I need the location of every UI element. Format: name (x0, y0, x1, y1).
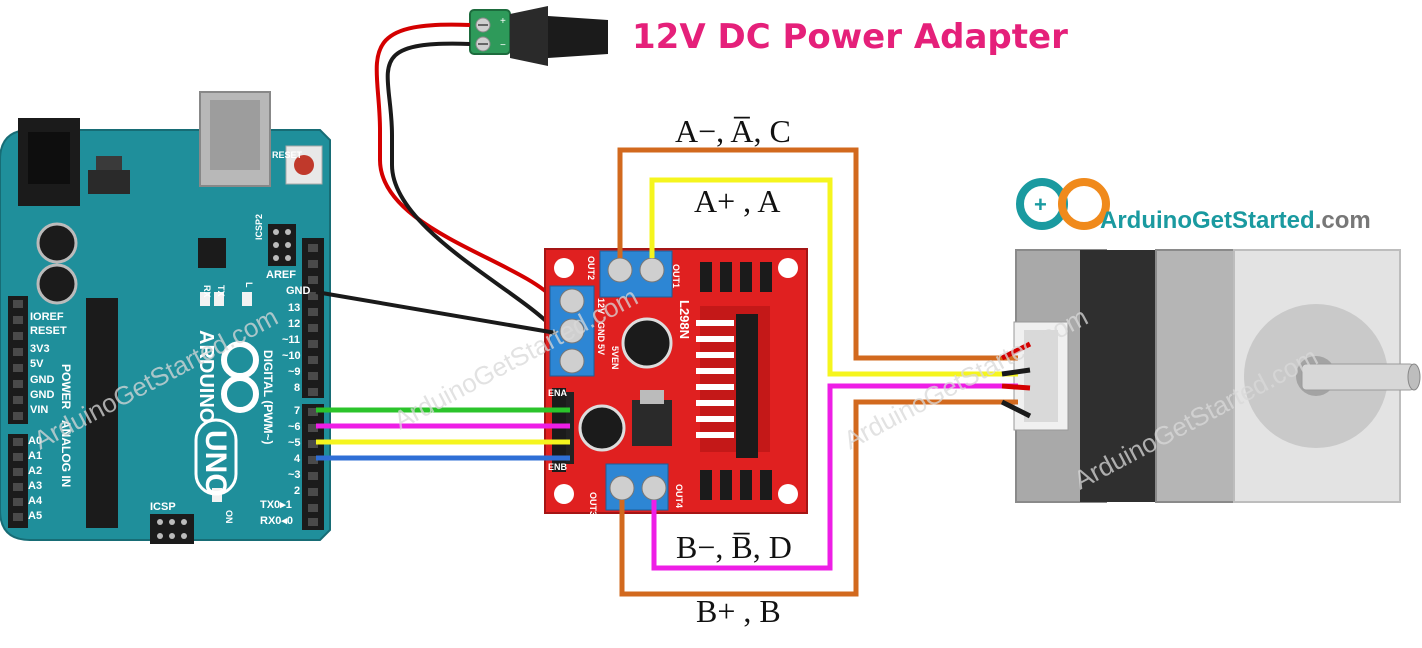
ena-label: ENA (548, 388, 568, 398)
pin-11-label: ~11 (282, 334, 300, 346)
vin-label: VIN (30, 404, 48, 416)
power-pin-labels: IOREF RESET 3V3 5V GND GND VIN (30, 311, 67, 416)
icsp2-label: ICSP2 (254, 214, 264, 240)
stepper-motor (1013, 249, 1421, 503)
l-led-label: L (244, 282, 254, 288)
arduino-infinity-logo: + (1016, 178, 1110, 230)
screw-terminal-out1-out2 (599, 250, 673, 298)
svg-text:+: + (500, 16, 506, 27)
wire-orange-b-plus (619, 399, 1018, 597)
digital-pin-labels-top: 13 12 ~11 ~10 ~9 8 (282, 302, 301, 394)
on-led-label: ON (224, 510, 234, 524)
gnd1-label: GND (30, 374, 55, 386)
out4-label: OUT4 (674, 484, 684, 508)
enb-label: ENB (548, 462, 568, 472)
dc-power-adapter: + − (469, 6, 608, 66)
power-header (8, 296, 28, 424)
a4-label: A4 (28, 495, 43, 507)
pin-12-label: 12 (288, 318, 300, 330)
pin-0-label: RX0◂0 (260, 515, 293, 527)
pin-9-label: ~9 (288, 366, 301, 378)
a3-label: A3 (28, 480, 42, 492)
wire-black-gnd (385, 41, 557, 332)
wire-gnd-arduino-driver (315, 290, 557, 335)
coil-b-plus-label: B+ , B (696, 593, 781, 629)
a5-label: A5 (28, 510, 42, 522)
pin-7-label: 7 (294, 405, 300, 417)
motor-lead-black (1001, 367, 1031, 377)
pin-1-label: TX0▸1 (260, 499, 292, 511)
a2-label: A2 (28, 465, 42, 477)
analog-section-label: ANALOG IN (59, 420, 73, 487)
screw-terminal-power (549, 285, 595, 377)
arduino-uno-board: RESET ICSP2 TX RX L ON (0, 91, 331, 544)
out3-label: OUT3 (588, 492, 598, 516)
pin-2-label: 2 (294, 485, 300, 497)
uno-label: UNO (199, 430, 232, 497)
out2-label: OUT2 (586, 256, 596, 280)
arduino-logo: ARDUINO UNO (194, 330, 259, 497)
reset-label: RESET (272, 150, 303, 160)
reset-pin-label: RESET (30, 325, 67, 337)
motor-lead-black-2 (1000, 399, 1032, 419)
l298n-driver-board: OUT1 OUT2 OUT3 OUT4 L298N 12V GND 5V 5VE… (544, 248, 808, 516)
pin-4-label: 4 (294, 453, 301, 465)
a1-label: A1 (28, 450, 42, 462)
coil-b-minus-label: B−, B̅, D (676, 529, 792, 565)
gnd2-label: GND (30, 389, 55, 401)
5v-out-label: 5V (596, 344, 606, 355)
wire-yellow-a-plus (649, 177, 1018, 377)
pin-13-label: 13 (288, 302, 300, 314)
5ven-label: 5VEN (610, 346, 620, 370)
icsp2-header (268, 224, 296, 266)
digital-label: DIGITAL (PWM~) (261, 350, 275, 445)
3v3-label: 3V3 (30, 343, 50, 355)
tx-label: TX (216, 285, 226, 297)
icsp-label: ICSP (150, 501, 176, 513)
aref-label: AREF (266, 269, 296, 281)
gnd-label: GND (286, 285, 311, 297)
coil-a-minus-label: A−, A̅, C (675, 113, 791, 149)
svg-text:−: − (500, 40, 506, 51)
out1-label: OUT1 (671, 264, 681, 288)
analog-pin-labels: A0 A1 A2 A3 A4 A5 (28, 435, 43, 522)
svg-text:ArduinoGetStarted.com: ArduinoGetStarted.com (1100, 207, 1371, 234)
arduino-logo-text: ARDUINO (195, 330, 217, 423)
pin-6-label: ~6 (288, 421, 301, 433)
5v-label: 5V (30, 358, 44, 370)
pin-8-label: 8 (294, 382, 300, 394)
wire-red-12v (374, 22, 557, 302)
motor-lead-red-2 (1001, 383, 1031, 391)
driver-gnd-label: GND (596, 322, 606, 343)
ioref-label: IOREF (30, 311, 64, 323)
brand-suffix: .com (1315, 207, 1371, 234)
motor-lead-red (1000, 341, 1032, 361)
icsp-header (150, 514, 194, 544)
digital-header-bottom (302, 404, 324, 530)
digital-pin-labels-bottom: 7 ~6 ~5 4 ~3 2 TX0▸1 RX0◂0 (260, 405, 301, 527)
chip-label: L298N (677, 300, 692, 339)
wire-pink-b-minus (651, 383, 1018, 571)
brand-name: ArduinoGetStarted (1100, 207, 1315, 234)
a0-label: A0 (28, 435, 42, 447)
arduino-infinity-logo (221, 341, 259, 413)
pin-5-label: ~5 (288, 437, 301, 449)
coil-a-plus-label: A+ , A (694, 183, 781, 219)
screw-terminal-out3-out4 (605, 463, 669, 511)
12v-label: 12V (596, 298, 606, 314)
rx-label: RX (202, 285, 212, 298)
digital-header-top (302, 238, 324, 398)
svg-text:+: + (1034, 192, 1047, 217)
wire-orange-a-minus (617, 147, 1018, 361)
power-section-label: POWER (59, 364, 73, 410)
brand-logo: + ArduinoGetStarted.com (1016, 178, 1371, 234)
pin-3-label: ~3 (288, 469, 301, 481)
pin-10-label: ~10 (282, 350, 301, 362)
power-adapter-label: 12V DC Power Adapter (632, 17, 1068, 57)
